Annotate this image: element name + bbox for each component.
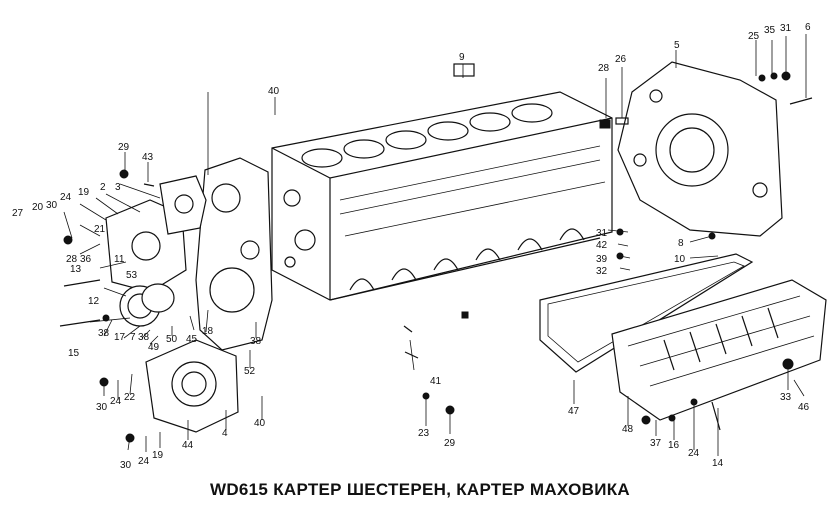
callout: 38 (250, 336, 262, 347)
callout: 29 (444, 438, 456, 449)
callout: 33 (780, 392, 792, 403)
callout: 27 (12, 208, 24, 219)
callout: 39 (596, 254, 608, 265)
callout: 45 (186, 334, 198, 345)
callout: 4 (222, 428, 228, 439)
oil-seal (119, 283, 175, 327)
callout: 12 (88, 296, 100, 307)
callout: 31 (780, 23, 792, 34)
callout: 28 (598, 63, 610, 74)
callout: 7 (130, 332, 136, 343)
callout: 40 (254, 418, 266, 429)
callout: 22 (124, 392, 136, 403)
callout: 49 (148, 342, 160, 353)
engine-parts-drawing: 9 40 28 26 5 25 35 31 6 29 43 3 2 24 19 … (12, 22, 827, 471)
callout: 19 (78, 187, 90, 198)
oil-pan-gasket (539, 253, 754, 373)
callout: 47 (568, 406, 580, 417)
callout: 17 (114, 332, 126, 343)
callout: 32 (596, 266, 608, 277)
callout: 44 (182, 440, 194, 451)
callout: 9 (459, 52, 465, 63)
callout: 19 (152, 450, 164, 461)
callout: 8 (678, 238, 684, 249)
callout: 16 (668, 440, 680, 451)
callout: 3 (115, 182, 121, 193)
callout: 52 (244, 366, 256, 377)
callout: 28 (66, 254, 78, 265)
fasteners (59, 71, 813, 443)
callout: 24 (688, 448, 700, 459)
callout: 6 (805, 22, 811, 33)
callout: 36 (80, 254, 92, 265)
callout: 26 (615, 54, 627, 65)
callout-labels: 9 40 28 26 5 25 35 31 6 29 43 3 2 24 19 … (12, 22, 811, 471)
callout: 30 (120, 460, 132, 471)
callout: 29 (118, 142, 130, 153)
callout: 24 (138, 456, 150, 467)
callout: 24 (60, 192, 72, 203)
front-cover (105, 175, 207, 293)
callout: 38 (98, 328, 110, 339)
callout: 42 (596, 240, 608, 251)
cylinder-block (271, 63, 613, 301)
callout: 24 (110, 396, 122, 407)
callout: 48 (622, 424, 634, 435)
callout: 40 (268, 86, 280, 97)
callout: 53 (126, 270, 138, 281)
callout: 37 (650, 438, 662, 449)
callout: 41 (430, 376, 442, 387)
oil-pan (611, 279, 827, 421)
callout: 10 (674, 254, 686, 265)
callout: 31 (596, 228, 608, 239)
callout: 43 (142, 152, 154, 163)
callout: 2 (100, 182, 106, 193)
callout: 38 (138, 332, 150, 343)
callout: 46 (798, 402, 810, 413)
gear-housing (195, 92, 273, 351)
lower-cover (145, 339, 239, 433)
callout: 25 (748, 31, 760, 42)
callout: 30 (46, 200, 58, 211)
leader-lines (63, 34, 807, 456)
callout: 20 (32, 202, 44, 213)
callout: 13 (70, 264, 82, 275)
callout: 23 (418, 428, 430, 439)
callout: 30 (96, 402, 108, 413)
callout: 15 (68, 348, 80, 359)
callout: 21 (94, 224, 106, 235)
callout: 18 (202, 326, 214, 337)
callout: 14 (712, 458, 724, 469)
flywheel-housing (617, 61, 783, 237)
callout: 50 (166, 334, 178, 345)
callout: 35 (764, 25, 776, 36)
diagram-caption: WD615 КАРТЕР ШЕСТЕРЕН, КАРТЕР МАХОВИКА (209, 480, 631, 499)
callout: 5 (674, 40, 680, 51)
callout: 11 (114, 254, 125, 265)
